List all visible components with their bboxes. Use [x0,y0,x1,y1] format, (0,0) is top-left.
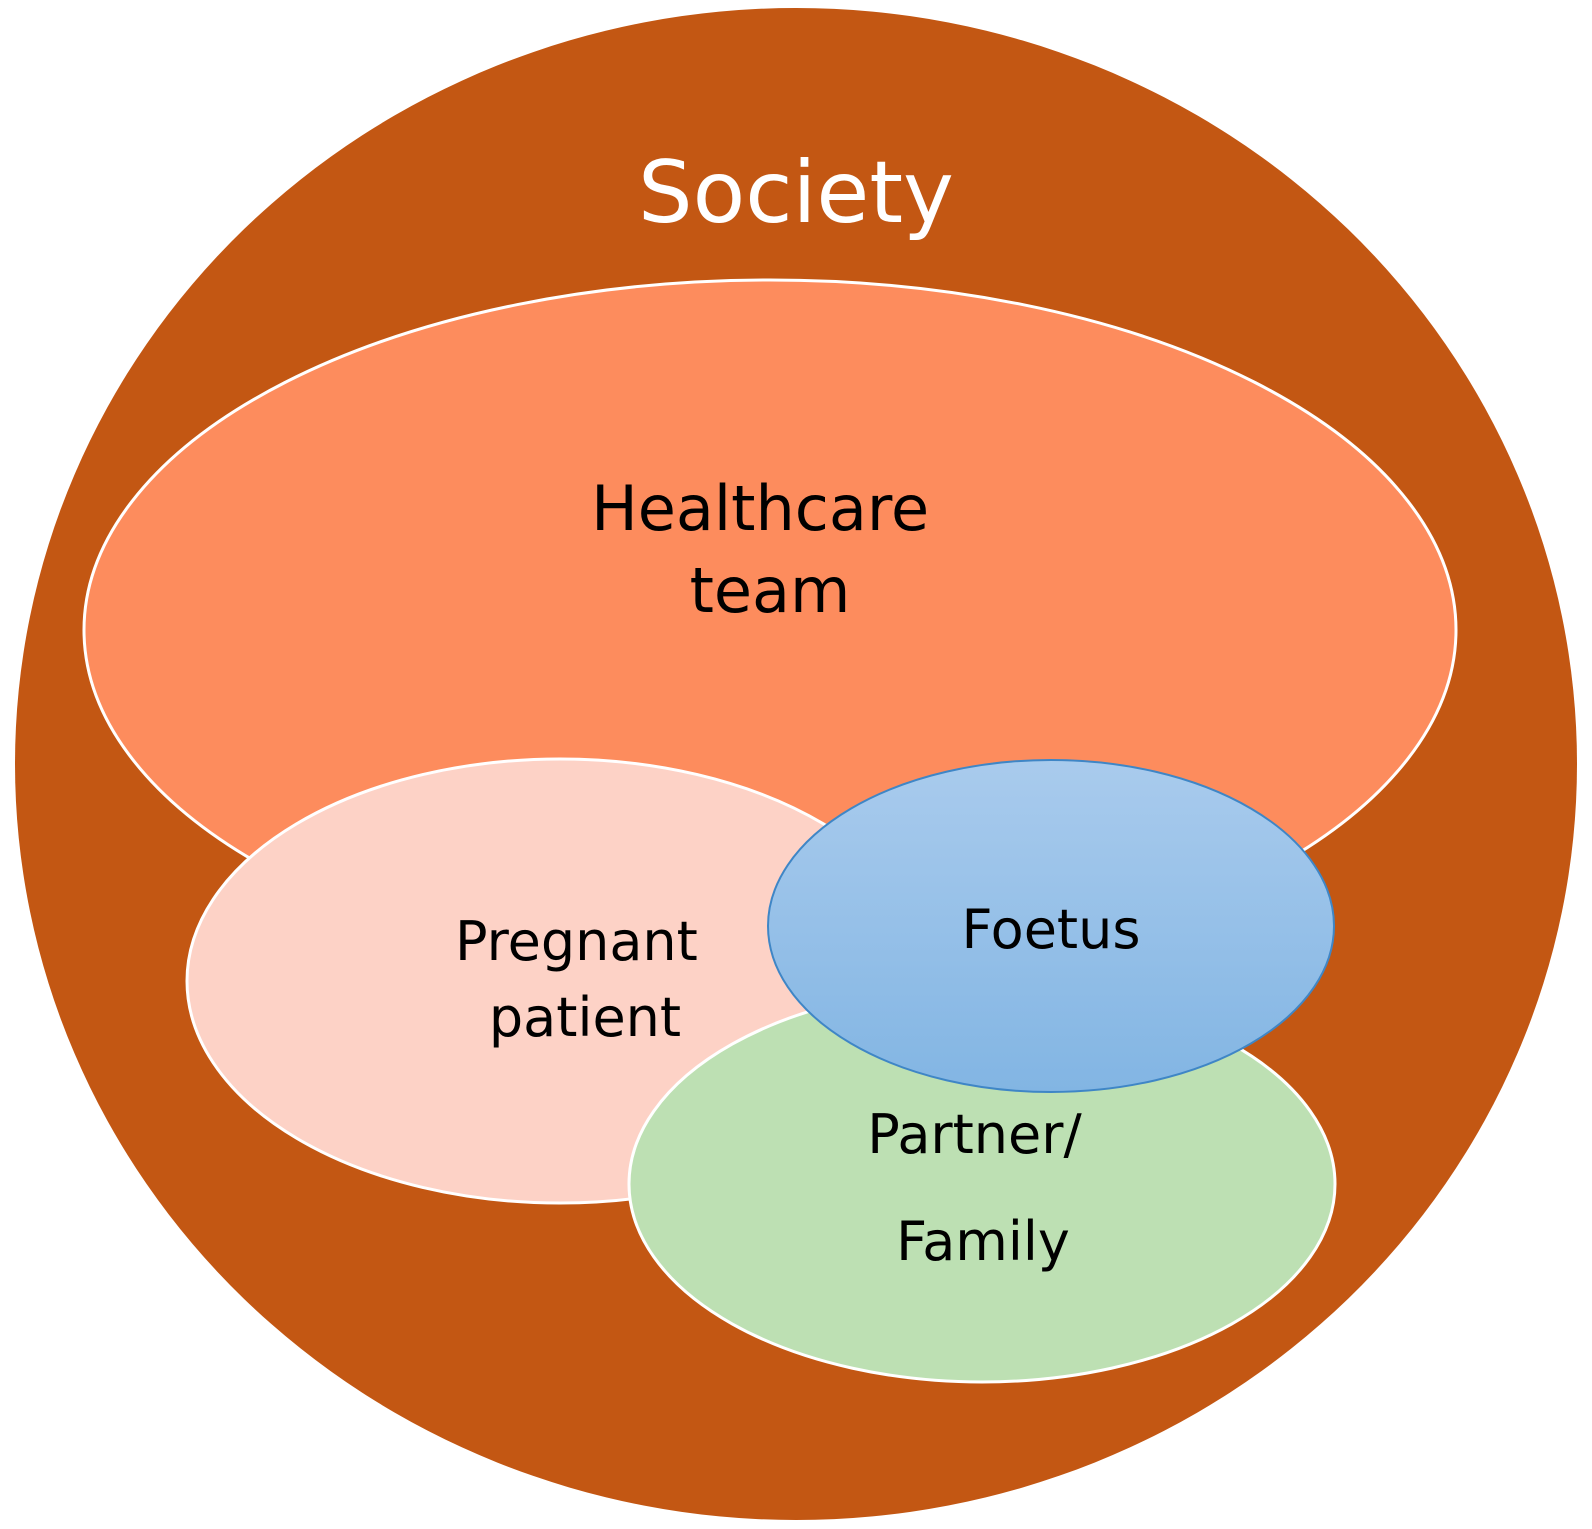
partner-family-label-line1: Partner/ [867,1103,1082,1166]
pregnant-patient-label-line1: Pregnant [455,910,698,973]
healthcare-team-label-line1: Healthcare [591,472,929,545]
partner-family-label-line2: Family [896,1210,1070,1273]
pregnant-patient-label-line2: patient [489,986,681,1049]
pregnant-patient-label: Pregnant patient [455,910,715,1049]
foetus-ellipse [767,759,1335,1093]
healthcare-team-label-line2: team [690,554,851,627]
foetus-label: Foetus [962,898,1141,961]
society-label: Society [638,143,954,243]
healthcare-team-label: Healthcare team [591,472,949,627]
partner-family-label: Partner/ Family [867,1103,1099,1273]
